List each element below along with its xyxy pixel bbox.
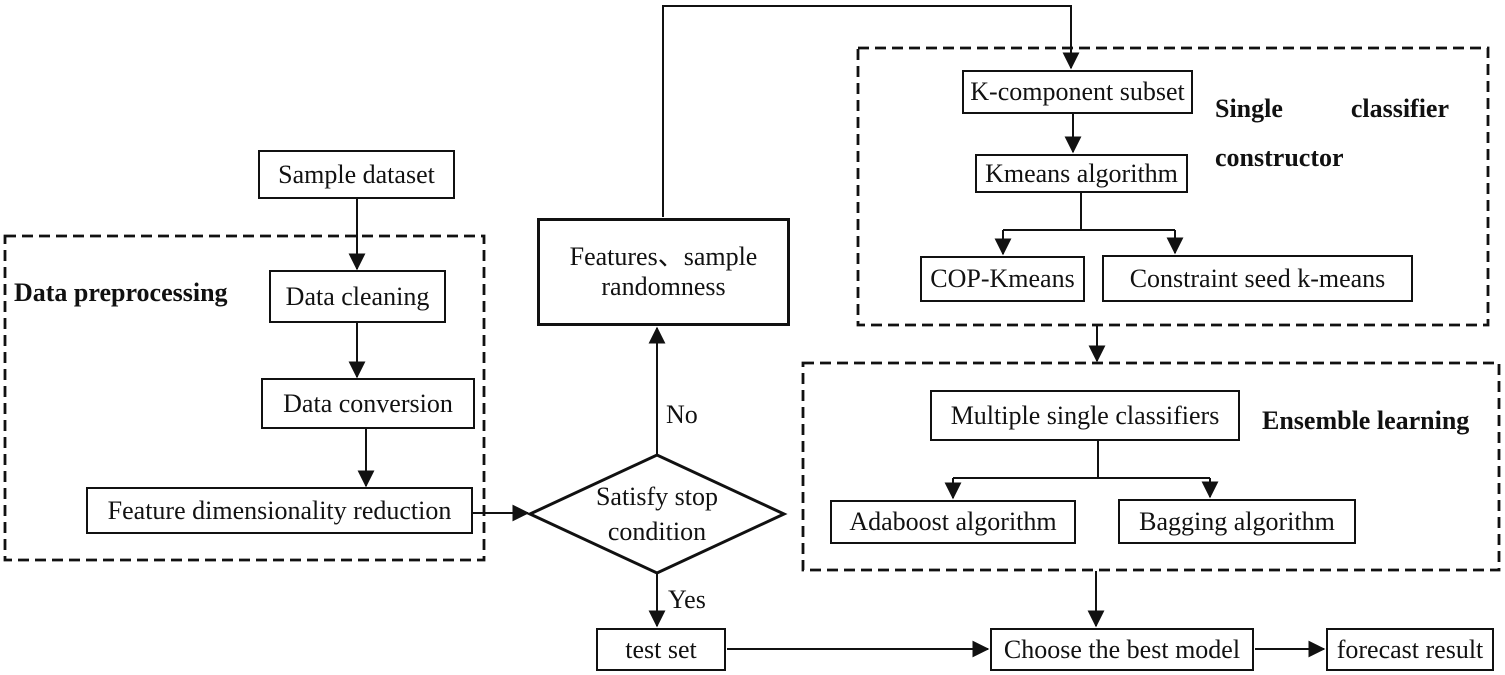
features-sample-line1: Features、sample [569, 242, 758, 272]
choose-best-model-node: Choose the best model [990, 628, 1254, 671]
bagging-algorithm-node: Bagging algorithm [1118, 499, 1356, 544]
ensemble-learning-group-outline [801, 361, 1501, 572]
test-set-node: test set [596, 628, 726, 671]
data-conversion-node: Data conversion [261, 378, 475, 429]
feature-dimensionality-reduction-node: Feature dimensionality reduction [86, 487, 473, 534]
yes-edge-label: Yes [668, 585, 706, 614]
features-sample-line2: randomness [601, 272, 726, 301]
features-sample-randomness-node: Features、sample randomness [537, 218, 790, 326]
cop-kmeans-node: COP-Kmeans [920, 256, 1085, 302]
single-classifier-group-outline [856, 46, 1490, 327]
single-classifier-word2: classifier [1350, 94, 1449, 123]
satisfy-stop-condition-label: Satisfy stop condition [560, 470, 754, 558]
forecast-result-node: forecast result [1326, 628, 1494, 671]
single-classifier-constructor-group-label: Single classifier constructor [1215, 94, 1449, 173]
single-classifier-line2: constructor [1215, 143, 1344, 172]
no-edge-label: No [666, 400, 698, 429]
satisfy-stop-diamond [526, 453, 788, 575]
sample-dataset-node: Sample dataset [258, 150, 455, 199]
constraint-seed-kmeans-node: Constraint seed k-means [1102, 255, 1413, 302]
arrow-features-to-kcomponent [662, 5, 1080, 217]
satisfy-stop-line1: Satisfy stop [595, 481, 719, 511]
data-preprocessing-group-label: Data preprocessing [14, 278, 228, 307]
ensemble-learning-group-label: Ensemble learning [1262, 406, 1470, 435]
classifiers-split-stem [953, 441, 1210, 479]
kmeans-algorithm-node: Kmeans algorithm [975, 154, 1188, 193]
data-preprocessing-group-outline [3, 234, 486, 562]
adaboost-algorithm-node: Adaboost algorithm [830, 500, 1076, 544]
kmeans-split-stem [1003, 193, 1175, 231]
single-classifier-word1: Single [1215, 94, 1283, 123]
data-cleaning-node: Data cleaning [269, 270, 446, 323]
multiple-single-classifiers-node: Multiple single classifiers [930, 390, 1240, 441]
k-component-subset-node: K-component subset [962, 70, 1193, 114]
satisfy-stop-line2: condition [607, 517, 707, 546]
